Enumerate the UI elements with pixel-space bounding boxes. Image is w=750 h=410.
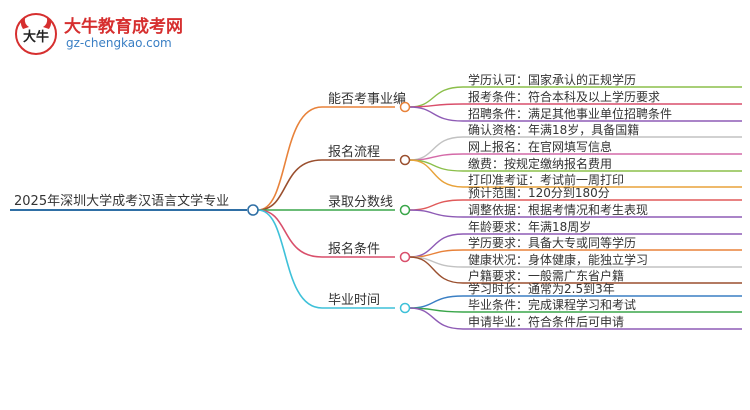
branch-connector (257, 159, 323, 211)
leaf-connector (409, 159, 464, 188)
branch-node-circle (399, 302, 411, 314)
root-label: 2025年深圳大学成考汉语言文学专业 (14, 193, 229, 209)
leaf-label: 预计范围：120分到180分 (468, 186, 610, 200)
leaf-label: 招聘条件：满足其他事业单位招聘条件 (468, 106, 672, 121)
root-node-circle (247, 204, 259, 216)
site-logo: 大牛 大牛教育成考网 gz-chengkao.com (14, 10, 184, 56)
leaf-label: 健康状况：身体健康，能独立学习 (468, 252, 648, 267)
leaf-connector (409, 106, 464, 122)
branch-node-circle (399, 251, 411, 263)
leaf-label: 学习时长：通常为2.5到3年 (468, 281, 615, 296)
branch-node-circle (399, 204, 411, 216)
branch-label: 能否考事业编 (328, 92, 406, 107)
leaf-label: 缴费：按规定缴纳报名费用 (468, 156, 612, 171)
branch-connector (257, 106, 323, 211)
leaf-label: 毕业条件：完成课程学习和考试 (468, 297, 636, 312)
branch-label: 报名流程 (328, 144, 380, 160)
branch-node-circle (399, 101, 411, 113)
leaf-connector (409, 307, 464, 330)
leaf-connector (409, 153, 464, 161)
bull-logo-icon: 大牛 (15, 13, 57, 55)
leaf-label: 学历要求：具备大专或同等学历 (468, 235, 636, 250)
leaf-label: 调整依据：根据考情况和考生表现 (468, 202, 648, 217)
branch-label: 录取分数线 (328, 195, 393, 210)
mind-map-edges (10, 86, 742, 330)
mind-map-nodes: 2025年深圳大学成考汉语言文学专业 能否考事业编 学历认可：国家承认的正规学历报考… (14, 72, 672, 329)
leaf-connector (409, 103, 464, 108)
leaf-connector (409, 256, 464, 284)
leaf-label: 打印准考证：考试前一周打印 (468, 172, 624, 187)
logo-mark-text: 大牛 (23, 29, 49, 45)
leaf-label: 户籍要求：一般需广东省户籍 (468, 268, 624, 283)
logo-title: 大牛教育成考网 (64, 17, 183, 37)
leaf-label: 申请毕业：符合条件后可申请 (468, 314, 624, 329)
leaf-label: 年龄要求：年满18周岁 (468, 219, 591, 234)
branch-node-circle (399, 154, 411, 166)
leaf-label: 确认资格：年满18岁，具备国籍 (468, 122, 639, 137)
logo-url: gz-chengkao.com (66, 36, 172, 50)
leaf-label: 网上报名：在官网填写信息 (468, 139, 612, 154)
branch-connector (257, 209, 323, 309)
leaf-label: 报考条件：符合本科及以上学历要求 (468, 89, 660, 104)
branch-label: 毕业时间 (328, 293, 380, 308)
leaf-connector (409, 209, 464, 218)
branch-connector (257, 209, 323, 258)
leaf-connector (409, 295, 464, 309)
leaf-label: 学历认可：国家承认的正规学历 (468, 72, 636, 87)
leaf-connector (409, 199, 464, 211)
branch-label: 报名条件 (328, 241, 380, 257)
